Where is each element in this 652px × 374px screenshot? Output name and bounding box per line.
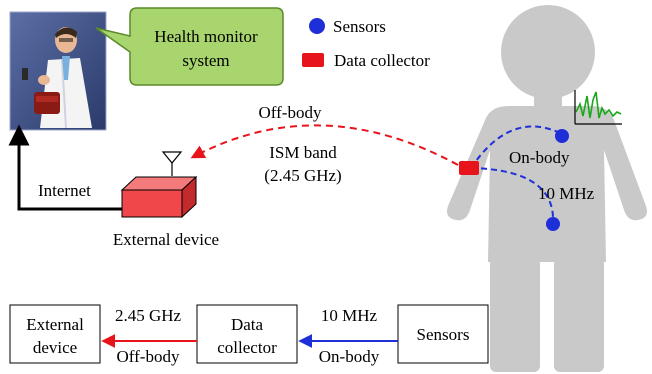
external-device-box bbox=[120, 175, 198, 219]
flow-data-collector: Data collector bbox=[196, 304, 298, 364]
legend-sensors-label: Sensors bbox=[333, 17, 386, 36]
ecg-wave-icon bbox=[574, 90, 622, 125]
ism-band-label: ISM band bbox=[269, 143, 337, 162]
onbody-link-upper bbox=[470, 125, 561, 169]
flow-onbody-label: On-body bbox=[319, 347, 380, 366]
ism-frequency-label: (2.45 GHz) bbox=[264, 166, 341, 185]
flow-offbody-label: Off-body bbox=[117, 347, 180, 366]
antenna-icon bbox=[161, 151, 183, 176]
flow-sensors: Sensors bbox=[397, 304, 489, 364]
external-device-label: External device bbox=[113, 230, 219, 249]
flow-external-device: External device bbox=[9, 304, 101, 364]
onbody-frequency-label: 10 MHz bbox=[538, 184, 595, 203]
flow-collector-line1: Data bbox=[231, 315, 264, 334]
callout-line-2: system bbox=[182, 51, 229, 70]
offbody-label: Off-body bbox=[259, 103, 322, 122]
callout-line-1: Health monitor bbox=[154, 27, 258, 46]
flow-sensors-label: Sensors bbox=[417, 325, 470, 344]
legend: Sensors Data collector bbox=[302, 17, 430, 70]
body-data-collector bbox=[459, 161, 479, 175]
flow-external-line1: External bbox=[26, 315, 84, 334]
onbody-link-lower bbox=[470, 167, 555, 223]
internet-link bbox=[8, 124, 122, 211]
flow-offbody-frequency: 2.45 GHz bbox=[115, 306, 182, 325]
sensor-chest bbox=[555, 129, 569, 143]
internet-label: Internet bbox=[38, 181, 91, 200]
flow-onbody-frequency: 10 MHz bbox=[321, 306, 378, 325]
offbody-link bbox=[190, 124, 459, 166]
health-monitor-callout: Health monitor system bbox=[95, 7, 284, 86]
flow-collector-line2: collector bbox=[217, 338, 277, 357]
legend-collector-marker bbox=[302, 53, 324, 67]
doctor-image bbox=[9, 11, 107, 131]
sensor-abdomen bbox=[546, 217, 560, 231]
human-body bbox=[447, 5, 647, 372]
flow-external-line2: device bbox=[33, 338, 77, 357]
onbody-label: On-body bbox=[509, 148, 570, 167]
legend-sensor-marker bbox=[309, 18, 325, 34]
legend-collector-label: Data collector bbox=[334, 51, 430, 70]
